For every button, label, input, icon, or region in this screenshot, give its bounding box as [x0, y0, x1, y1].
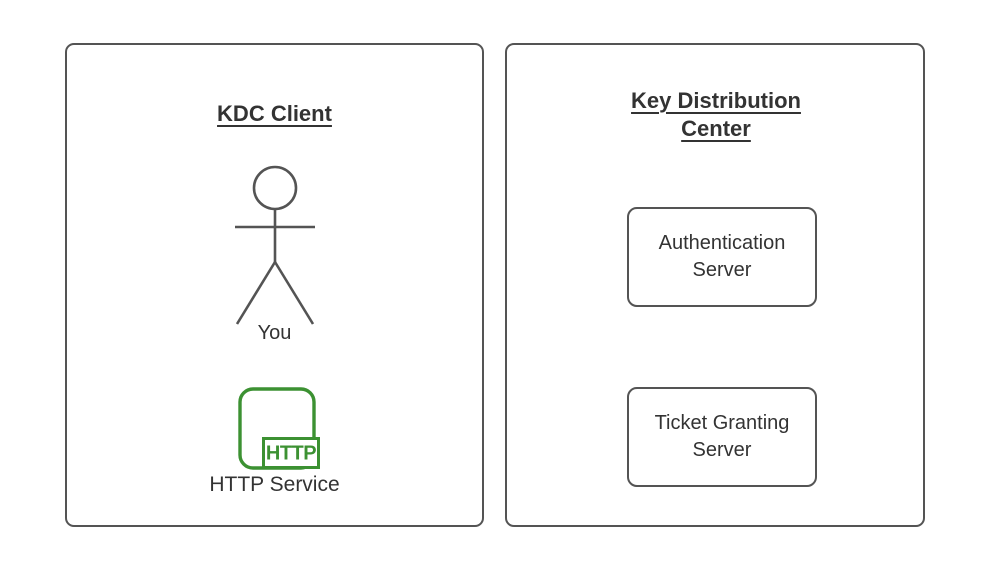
ticket-granting-server-node: Ticket Granting Server [627, 387, 817, 487]
kdc-client-panel-title: KDC Client [217, 101, 332, 126]
ticket-granting-server-label: Ticket Granting Server [654, 412, 790, 461]
kdc-client-panel: KDC Client You HTTP HTTP Service [65, 43, 484, 527]
http-service-icon: HTTP [238, 387, 320, 470]
authentication-server-node: Authentication Server [627, 207, 817, 307]
http-badge-label: HTTP [266, 443, 316, 465]
key-distribution-center-panel: Key Distribution Center Authentication S… [505, 43, 925, 527]
stick-figure-actor-icon [235, 165, 315, 325]
http-service-label: HTTP Service [209, 473, 340, 496]
authentication-server-label: Authentication Server [658, 232, 786, 281]
actor-label: You [257, 322, 292, 344]
key-distribution-center-title: Key Distribution Center [631, 88, 801, 141]
